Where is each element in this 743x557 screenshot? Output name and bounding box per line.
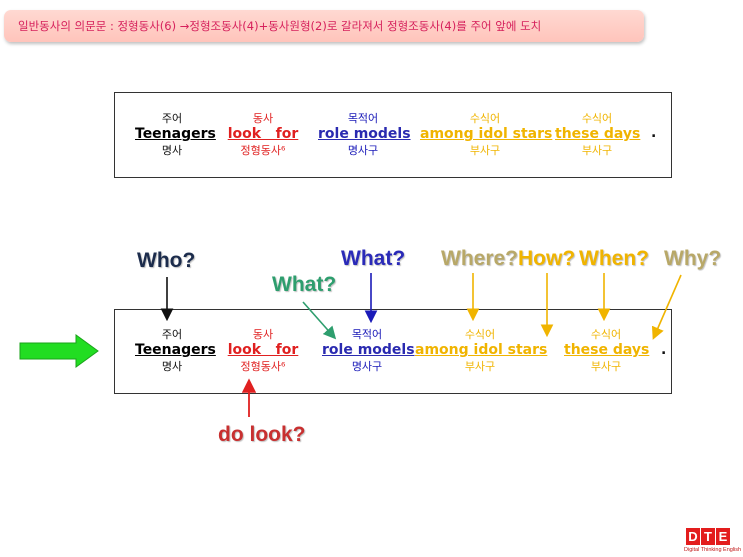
sentence-period: . xyxy=(661,342,667,358)
question-what-green: What? xyxy=(272,273,337,296)
object-word: role models xyxy=(322,342,415,358)
modifier2-label: 수식어 xyxy=(590,328,622,341)
object-word: role models xyxy=(318,126,411,142)
verb-sub: 정형동사⁶ xyxy=(240,360,286,373)
modifier1-word: among idol stars xyxy=(420,126,553,142)
logo-letter-d: D xyxy=(686,528,700,545)
verb-column: 동사 look for 정형동사⁶ xyxy=(223,110,303,158)
question-when: When? xyxy=(579,247,649,270)
question-do-look: do look? xyxy=(218,423,306,446)
big-green-arrow-icon xyxy=(19,334,99,368)
object-column: 목적어 role models 명사구 xyxy=(318,110,411,158)
object-sub: 명사구 xyxy=(347,144,379,157)
modifier1-word: among idol stars xyxy=(415,342,548,358)
modifier2-label: 수식어 xyxy=(581,112,613,125)
modifier2-sub: 부사구 xyxy=(590,360,622,373)
modifier1-label: 수식어 xyxy=(464,328,496,341)
object-label: 목적어 xyxy=(351,328,383,341)
arrow-what-green xyxy=(302,301,337,340)
subject-label: 주어 xyxy=(161,112,183,125)
logo-subtitle: Digital Thinking English xyxy=(684,547,742,553)
sentence-period: . xyxy=(651,125,657,141)
modifier2-column: 수식어 these days 부사구 xyxy=(564,326,650,374)
subject-sub: 명사 xyxy=(161,144,183,157)
question-what-blue: What? xyxy=(341,247,406,270)
verb-label: 동사 xyxy=(252,112,274,125)
object-column: 목적어 role models 명사구 xyxy=(322,326,415,374)
arrow-why xyxy=(651,274,682,340)
logo-letter-t: T xyxy=(701,528,715,545)
modifier1-sub: 부사구 xyxy=(469,144,501,157)
verb-word: look for xyxy=(227,126,299,142)
question-why: Why? xyxy=(664,247,722,270)
question-who: Who? xyxy=(137,249,196,272)
subject-column: 주어 Teenagers 명사 xyxy=(135,110,216,158)
subject-word: Teenagers xyxy=(135,342,216,358)
modifier1-label: 수식어 xyxy=(469,112,501,125)
title-banner: 일반동사의 의문문 : 정형동사(6) →정형조동사(4)+동사원형(2)로 갈… xyxy=(4,10,644,42)
verb-sub: 정형동사⁶ xyxy=(240,144,286,157)
modifier1-column: 수식어 among idol stars 부사구 xyxy=(415,326,548,374)
modifier2-column: 수식어 these days 부사구 xyxy=(555,110,641,158)
sentence-box-bottom: 주어 Teenagers 명사 동사 look for 정형동사⁶ 목적어 ro… xyxy=(114,309,672,394)
subject-word: Teenagers xyxy=(135,126,216,142)
sentence-box-top: 주어 Teenagers 명사 동사 look for 정형동사⁶ 목적어 ro… xyxy=(114,92,672,178)
modifier1-sub: 부사구 xyxy=(464,360,496,373)
question-where: Where? xyxy=(441,247,519,270)
page-title: 일반동사의 의문문 : 정형동사(6) →정형조동사(4)+동사원형(2)로 갈… xyxy=(18,19,542,33)
subject-column: 주어 Teenagers 명사 xyxy=(135,326,216,374)
object-sub: 명사구 xyxy=(351,360,383,373)
logo-letter-e: E xyxy=(716,528,730,545)
subject-sub: 명사 xyxy=(161,360,183,373)
object-label: 목적어 xyxy=(347,112,379,125)
verb-column: 동사 look for 정형동사⁶ xyxy=(223,326,303,374)
question-how: How? xyxy=(518,247,576,270)
subject-label: 주어 xyxy=(161,328,183,341)
modifier2-sub: 부사구 xyxy=(581,144,613,157)
verb-label: 동사 xyxy=(252,328,274,341)
verb-word: look for xyxy=(227,342,299,358)
modifier1-column: 수식어 among idol stars 부사구 xyxy=(420,110,553,158)
modifier2-word: these days xyxy=(555,126,641,142)
modifier2-word: these days xyxy=(564,342,650,358)
